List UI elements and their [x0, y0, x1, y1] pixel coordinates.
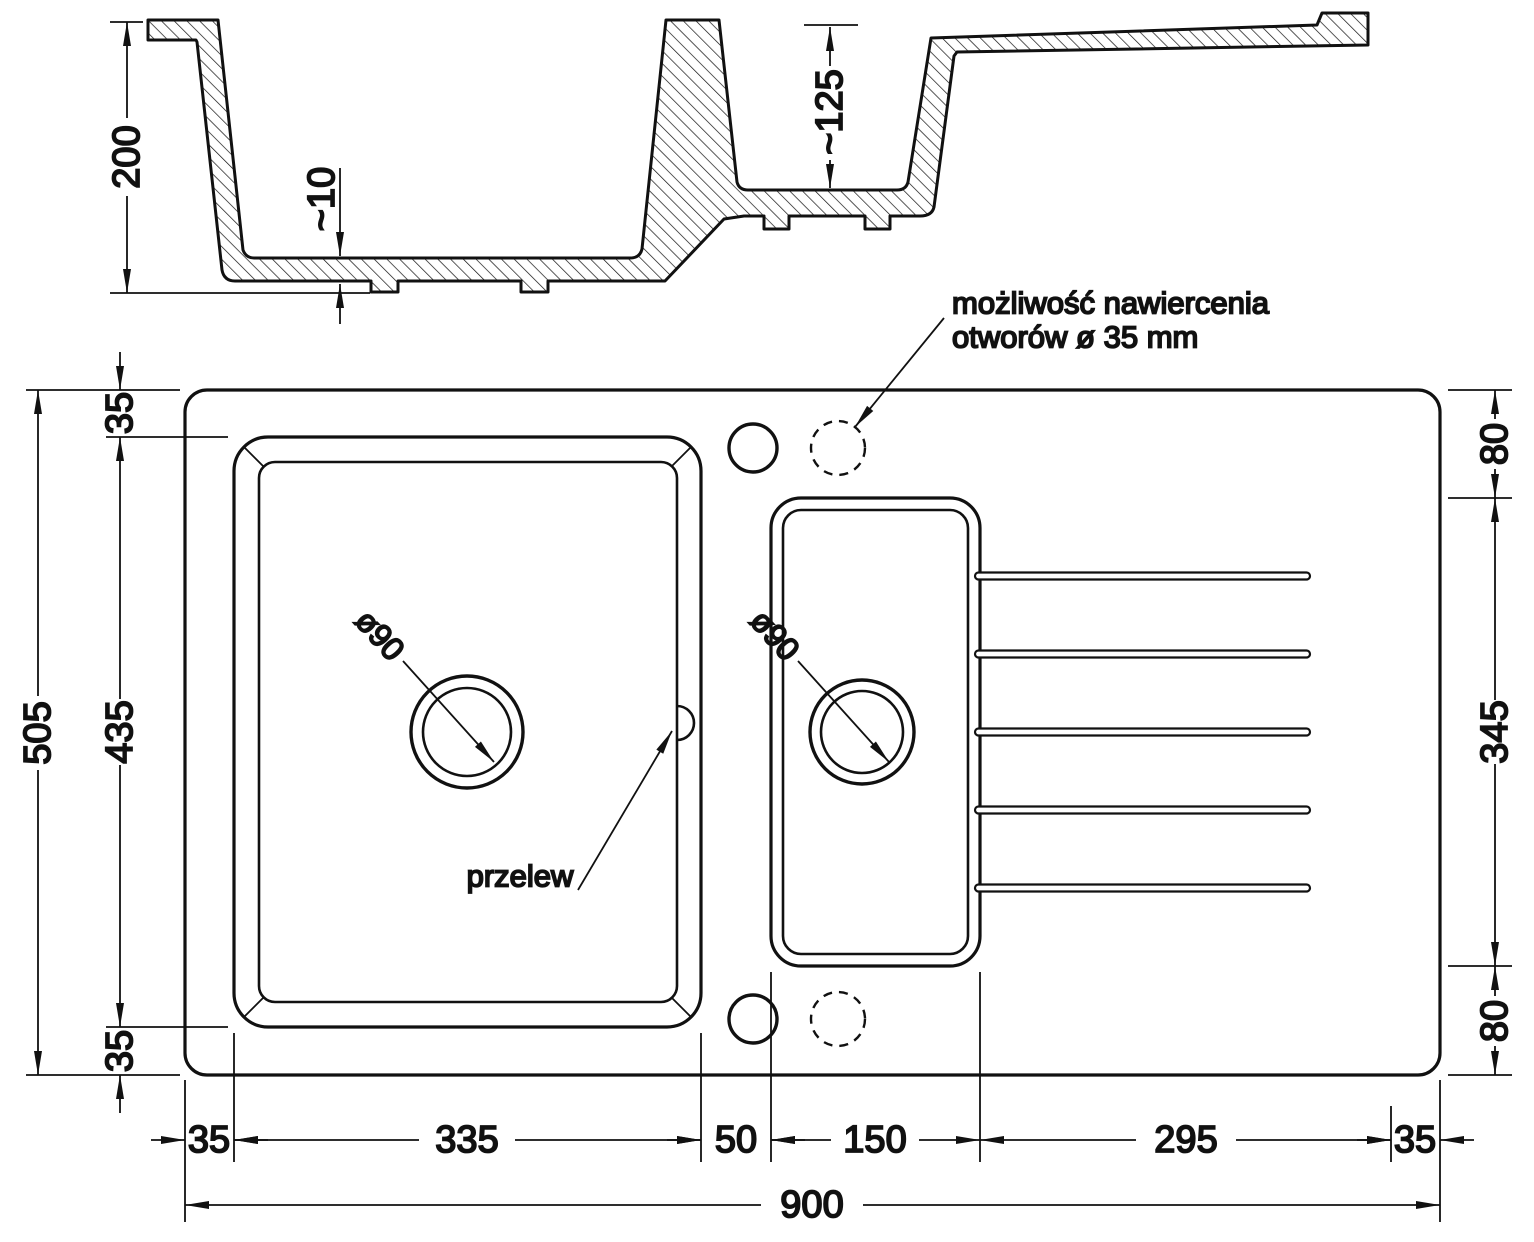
- left-basin-inner: [257, 460, 679, 1004]
- dim-bottom-150: 150: [771, 1118, 980, 1162]
- dim-left-top-margin: 35: [98, 352, 142, 435]
- overflow-label: przelew: [467, 859, 574, 894]
- drain-left-callout: ø90: [347, 602, 495, 763]
- overflow-callout: przelew: [466, 730, 673, 894]
- dim-right-bottom-label: 80: [1474, 1000, 1516, 1042]
- dim-small-bowl-depth: ~125: [804, 24, 858, 188]
- dim-right-bottom: 80: [1473, 966, 1517, 1075]
- drainer-groove: [973, 571, 1312, 581]
- plan-view: ø90 ø90 przelew możliwość nawiercenia ot…: [183, 285, 1442, 1077]
- dim-bottom-150-label: 150: [843, 1119, 906, 1161]
- drain-left-inner-circle: [421, 686, 513, 778]
- drill-option-top-circle: [809, 419, 867, 477]
- dim-bottom-35-right: 35: [1357, 1118, 1474, 1162]
- drainer-groove: [973, 727, 1312, 737]
- left-basin-corner-lines: [244, 447, 691, 1017]
- dim-basin-height-label: 435: [99, 700, 141, 763]
- dim-bottom-50-label: 50: [715, 1119, 757, 1161]
- dim-width-total: 900: [185, 1183, 1440, 1227]
- drain-middle-label: ø90: [743, 602, 807, 667]
- extension-lines: [26, 389, 1512, 1222]
- drain-middle-outer-circle: [808, 678, 916, 786]
- dim-base-thickness: ~10: [300, 166, 344, 324]
- dim-left-bottom-margin: 35: [98, 1029, 142, 1113]
- section-profile: [146, 11, 1370, 294]
- drill-option-callout: możliwość nawiercenia otworów ø 35 mm: [854, 285, 1271, 428]
- dim-bottom-335: 335: [234, 1118, 701, 1162]
- section-view: 200 ~10 ~125: [105, 11, 1370, 324]
- dim-height-total: 505: [16, 390, 60, 1075]
- dim-section-depth-label: 200: [106, 125, 148, 188]
- dim-right-middle: 345: [1473, 498, 1517, 966]
- drill-option-bottom-circle: [809, 990, 867, 1048]
- dim-right-top: 80: [1473, 390, 1517, 498]
- left-basin-outer: [232, 435, 703, 1029]
- dim-bottom-35-right-label: 35: [1394, 1119, 1436, 1161]
- tap-hole-bottom-circle: [727, 993, 779, 1045]
- sink-outline: [183, 388, 1442, 1077]
- drainer-groove: [973, 883, 1312, 893]
- drain-middle-callout: ø90: [742, 602, 890, 763]
- dim-bottom-295-label: 295: [1154, 1119, 1217, 1161]
- dim-left-bottom-margin-label: 35: [99, 1030, 141, 1072]
- drain-left-outer-circle: [409, 674, 525, 790]
- dim-right-top-label: 80: [1474, 423, 1516, 465]
- dim-left-top-margin-label: 35: [99, 392, 141, 434]
- dim-bottom-335-label: 335: [435, 1119, 498, 1161]
- dim-small-bowl-depth-label: ~125: [809, 69, 851, 155]
- dim-base-thickness-label: ~10: [301, 167, 343, 231]
- dim-width-total-label: 900: [780, 1184, 843, 1226]
- drill-option-label-line2: otworów ø 35 mm: [952, 320, 1198, 355]
- middle-basin-outer: [769, 496, 982, 968]
- dim-right-middle-label: 345: [1474, 700, 1516, 763]
- drill-option-label-line1: możliwość nawiercenia: [952, 286, 1270, 321]
- drain-middle-inner-circle: [819, 689, 905, 775]
- dim-section-depth: 200: [105, 21, 370, 294]
- drainer-groove: [973, 805, 1312, 815]
- drain-left-label: ø90: [348, 602, 412, 667]
- drainer-groove: [973, 649, 1312, 659]
- dim-bottom-35-left-label: 35: [188, 1119, 230, 1161]
- tap-hole-top-circle: [727, 422, 779, 474]
- plan-dimensions: 505 35 435 35 80 345 8: [16, 352, 1517, 1227]
- dim-basin-height: 435: [98, 437, 142, 1027]
- middle-basin-inner: [781, 508, 970, 956]
- dim-bottom-295: 295: [980, 1118, 1391, 1162]
- drainer-grooves: [973, 571, 1312, 893]
- overflow-notch: [676, 704, 696, 742]
- dim-height-total-label: 505: [17, 701, 59, 764]
